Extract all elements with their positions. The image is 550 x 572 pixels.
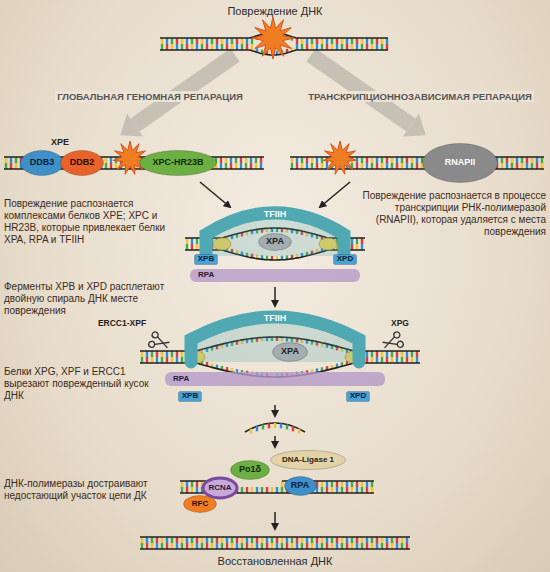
dna-helix xyxy=(4,17,544,549)
protein-name: DDB3 xyxy=(30,158,55,168)
helicase xyxy=(187,238,363,363)
rpa-band: RPA xyxy=(165,372,385,386)
tfiih-complex: TFIIH XPA xyxy=(185,312,365,362)
protein-name: RFC xyxy=(192,500,208,509)
step-note: Белки XPG, XPF и ERCC1 вырезают поврежде… xyxy=(4,366,154,402)
protein-ellipse: RPA xyxy=(284,476,317,496)
protein-name: Po1δ xyxy=(239,465,261,475)
enzyme-name: ERCC1-XPF xyxy=(92,318,152,328)
helicase-tag: XPD xyxy=(333,254,357,265)
protein-name: TFIIH xyxy=(264,313,287,323)
tfiih-complex: TFIIH XPA xyxy=(200,208,350,256)
ligase-ellipse: DNA-Ligase 1 xyxy=(270,450,346,470)
protein-name: RPA xyxy=(198,271,214,280)
helicase-tag: XPB xyxy=(194,254,218,265)
protein-name: RNAPII xyxy=(445,158,476,168)
protein-name: RPA xyxy=(173,375,189,384)
enzyme-name: XPG xyxy=(383,318,417,328)
protein-ellipse: XPC-HR23B xyxy=(139,150,217,176)
step-note: Повреждение распознается комплексами бел… xyxy=(4,198,189,246)
protein-ellipse: RFC xyxy=(183,495,217,513)
protein-ellipse: XPA xyxy=(258,233,292,251)
protein-name: DNA-Ligase 1 xyxy=(282,456,334,465)
polymerase-ellipse: RNAPII xyxy=(422,143,498,183)
protein-ellipse: XPA xyxy=(272,342,308,362)
pathway-heading: ГЛОБАЛЬНАЯ ГЕНОМНАЯ РЕПАРАЦИЯ xyxy=(50,91,250,102)
helicase-tag: XPB xyxy=(178,391,202,402)
protein-name: XPD xyxy=(337,255,353,264)
polymerase-ellipse: Po1δ xyxy=(230,460,270,480)
protein-name: XPA xyxy=(281,347,299,357)
complex-name: XPE xyxy=(45,137,75,148)
rpa-band: RPA xyxy=(190,269,360,282)
protein-name: XPB xyxy=(182,392,198,401)
protein-name: XPA xyxy=(266,237,284,247)
node-shape xyxy=(165,372,385,386)
protein-name: XPD xyxy=(350,392,366,401)
protein-ellipse: DDB2 xyxy=(60,150,104,176)
protein-name: XPB xyxy=(198,255,214,264)
node-shape xyxy=(190,269,360,282)
protein-name: RPA xyxy=(291,481,309,491)
protein-ellipse: DDB3 xyxy=(20,150,64,176)
protein-name: XPC-HR23B xyxy=(152,158,203,168)
step-note: ДНК-полимеразы достраивают недостающий у… xyxy=(4,478,172,502)
pathway-heading: ТРАНСКРИПЦИОННОЗАВИСИМАЯ РЕПАРАЦИЯ xyxy=(300,91,540,102)
protein-name: DDB2 xyxy=(70,158,95,168)
step-note: Повреждение распознается в процессе тран… xyxy=(358,190,546,238)
protein-name: TFIIH xyxy=(264,209,287,219)
stage-title: Восстановленная ДНК xyxy=(175,555,375,568)
step-note: Ферменты XPB и XPD расплетают двойную сп… xyxy=(4,281,182,317)
protein-name: RCNA xyxy=(208,484,231,493)
helicase-tag: XPD xyxy=(346,391,370,402)
stage-title: Повреждение ДНК xyxy=(175,5,375,18)
